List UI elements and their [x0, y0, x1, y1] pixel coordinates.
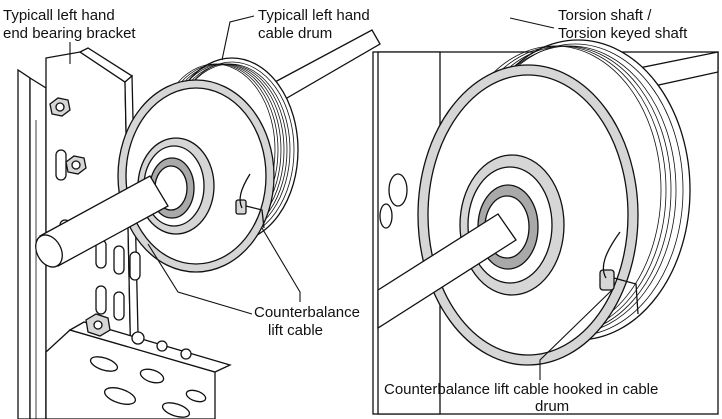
- cable-drum: [117, 57, 299, 273]
- main-illustration: [17, 29, 381, 419]
- label-torsion-line1: Torsion shaft /: [558, 7, 652, 24]
- detail-inset: [372, 39, 719, 415]
- leader-torsion-shaft: [509, 17, 555, 29]
- leader-lift-cable-a: [147, 243, 253, 315]
- lower-track: [45, 313, 232, 419]
- leader-hooked-cable: [539, 289, 613, 380]
- label-hooked-line1: Counterbalance lift cable hooked in cabl…: [384, 381, 658, 398]
- label-hooked-line2: drum: [535, 398, 569, 415]
- annotation-labels: Typicall left hand end bearing bracket T…: [3, 7, 688, 415]
- label-cable-drum-line2: cable drum: [258, 25, 332, 42]
- label-torsion-line2: Torsion keyed shaft: [558, 25, 688, 42]
- label-left-bracket-line1: Typicall left hand: [3, 7, 115, 24]
- leader-cable-drum: [221, 15, 255, 61]
- label-lift-cable-line2: lift cable: [268, 322, 323, 339]
- label-left-bracket-line2: end bearing bracket: [3, 25, 136, 42]
- shaft-front: [35, 175, 169, 268]
- label-cable-drum-line1: Typicall left hand: [258, 7, 370, 24]
- label-lift-cable-line1: Counterbalance: [254, 304, 360, 321]
- leader-lift-cable-b: [261, 227, 301, 302]
